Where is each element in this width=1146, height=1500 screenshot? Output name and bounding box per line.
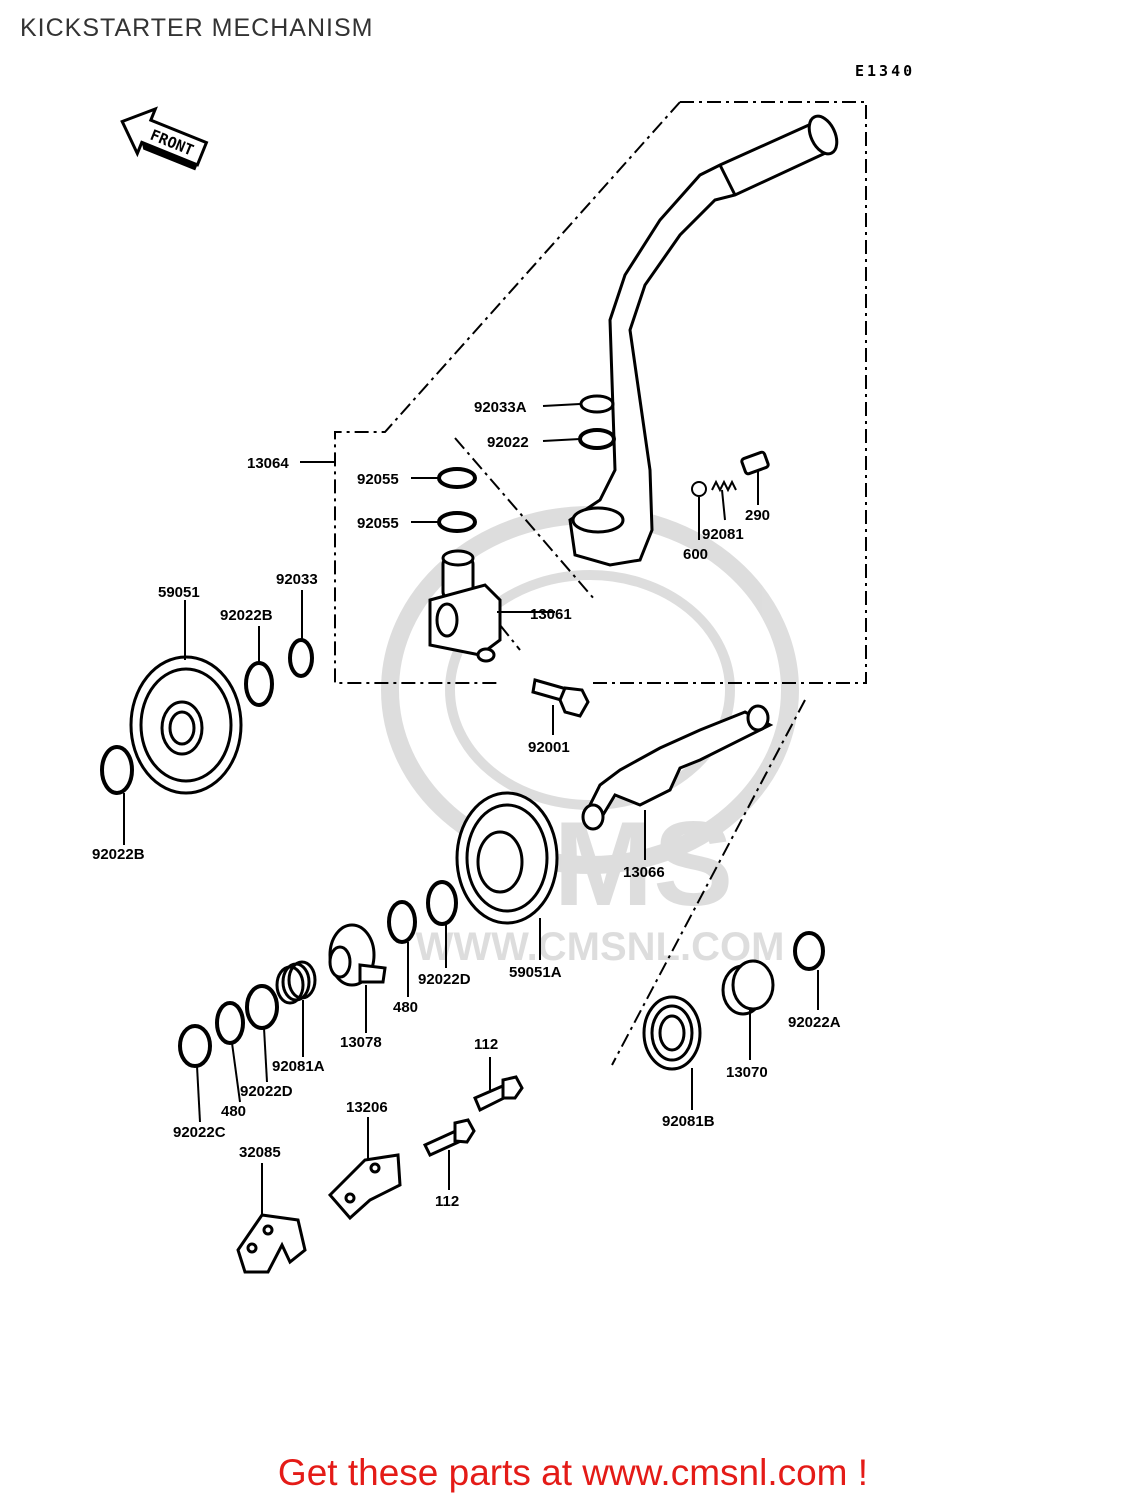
label-92022a: 92022A <box>788 1014 841 1031</box>
label-480-lower: 480 <box>221 1103 246 1120</box>
label-480-upper: 480 <box>393 999 418 1016</box>
bolt-112-upper <box>473 1075 524 1113</box>
label-59051: 59051 <box>158 584 200 601</box>
circlip-92033 <box>288 638 314 678</box>
label-13061: 13061 <box>530 606 572 623</box>
circlip-480-upper <box>387 900 417 944</box>
washer-92022a <box>793 931 825 971</box>
label-13064: 13064 <box>247 455 289 472</box>
label-32085: 32085 <box>239 1144 281 1161</box>
washer-92022d-upper <box>426 880 458 926</box>
label-92022b-lower: 92022B <box>92 846 145 863</box>
front-arrow-icon: FRONT <box>120 106 209 171</box>
label-92022b-upper: 92022B <box>220 607 273 624</box>
label-92055-lower: 92055 <box>357 515 399 532</box>
washer-92022b-upper <box>244 661 274 707</box>
spring-92081 <box>711 479 737 493</box>
label-92022d-upper: 92022D <box>418 971 471 988</box>
label-92022d-lower: 92022D <box>240 1083 293 1100</box>
assembly-frame <box>334 101 867 684</box>
watermark-url: WWW.CMSNL.COM <box>416 925 785 969</box>
label-59051a: 59051A <box>509 964 562 981</box>
plate-32085 <box>236 1213 307 1274</box>
label-92033: 92033 <box>276 571 318 588</box>
kick-pedal-lever <box>568 114 839 567</box>
pedal-boss-13061 <box>428 549 502 663</box>
plug-290 <box>740 450 770 476</box>
label-92001: 92001 <box>528 739 570 756</box>
washer-92022d-lower <box>245 984 279 1030</box>
label-290: 290 <box>745 507 770 524</box>
circlip-92033a <box>579 394 615 414</box>
washer-92022 <box>578 428 616 450</box>
plate-13206 <box>327 1153 402 1221</box>
label-13078: 13078 <box>340 1034 382 1051</box>
ball-600 <box>691 481 707 497</box>
label-92022: 92022 <box>487 434 529 451</box>
kick-shaft-13066 <box>581 704 774 831</box>
guide-13070 <box>721 959 775 1016</box>
label-13070: 13070 <box>726 1064 768 1081</box>
bolt-92001 <box>531 678 590 718</box>
shaft-guide-lines <box>499 624 806 1066</box>
label-92022c: 92022C <box>173 1124 226 1141</box>
oring-92055-lower <box>437 511 477 533</box>
circlip-480-lower <box>215 1001 245 1045</box>
label-112-lower: 112 <box>435 1193 459 1210</box>
label-92081b: 92081B <box>662 1113 715 1130</box>
torsion-spring-92081b <box>642 995 702 1071</box>
washer-92022b-lower <box>100 745 134 795</box>
label-112-upper: 112 <box>474 1036 498 1053</box>
promo-banner[interactable]: Get these parts at www.cmsnl.com ! <box>277 1452 869 1493</box>
page-title: KICKSTARTER MECHANISM <box>20 14 374 42</box>
gear-59051 <box>129 655 243 795</box>
bolt-112-lower <box>422 1118 476 1157</box>
part-labels: 92033A 92022 13064 92055 92055 290 92081… <box>92 399 841 1210</box>
label-92033a: 92033A <box>474 399 527 416</box>
label-13066: 13066 <box>623 864 665 881</box>
label-13206: 13206 <box>346 1099 388 1116</box>
label-92055-upper: 92055 <box>357 471 399 488</box>
diagram-code: E1340 <box>855 62 916 80</box>
spring-92081a <box>275 960 317 1005</box>
ratchet-13078 <box>328 923 387 987</box>
washer-92022c <box>178 1024 212 1068</box>
label-600: 600 <box>683 546 708 563</box>
label-92081: 92081 <box>702 526 744 543</box>
label-92081a: 92081A <box>272 1058 325 1075</box>
gear-59051a <box>455 791 559 925</box>
oring-92055-upper <box>437 467 477 489</box>
leader-lines <box>123 403 819 1215</box>
